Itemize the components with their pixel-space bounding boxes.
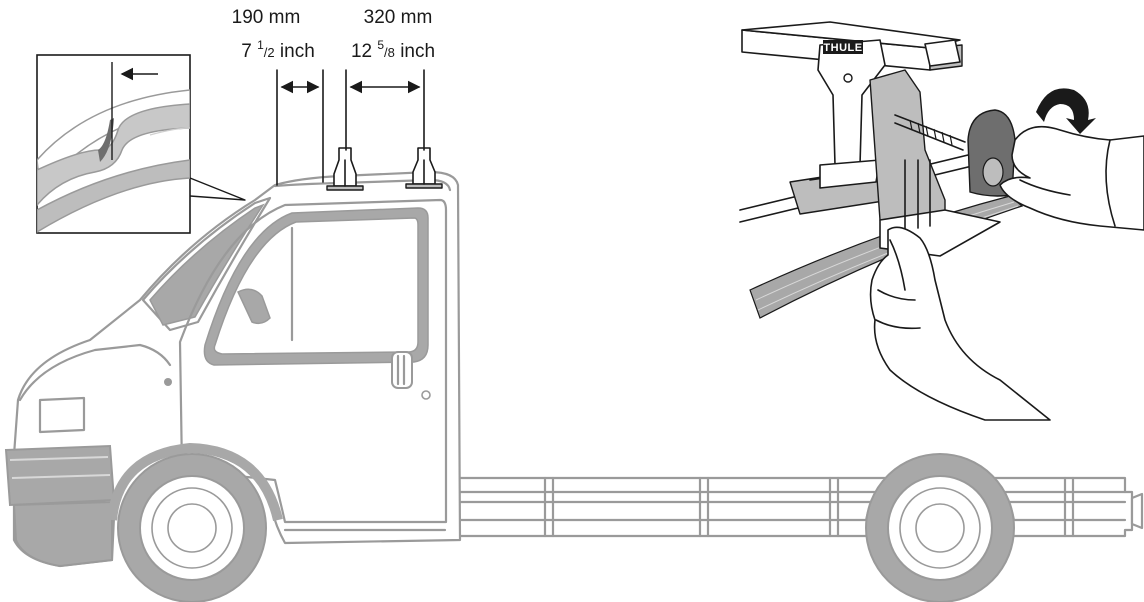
right-hand — [999, 125, 1144, 231]
front-wheel — [117, 453, 267, 602]
brand-plate — [823, 40, 863, 54]
roof-rack-foot-front — [326, 147, 364, 191]
foot-assembly: THULE — [789, 39, 1001, 257]
detail-inset — [36, 54, 246, 234]
front-gap-imperial-label: 7 1/2 inch — [241, 38, 315, 62]
roof-rack-foot-rear — [405, 147, 443, 189]
dimension-lines — [276, 69, 425, 186]
tightening-knob — [967, 109, 1016, 197]
door-handle — [391, 351, 413, 389]
chassis-frame — [438, 476, 1144, 538]
clockwise-rotation-icon — [1036, 88, 1096, 134]
left-hand — [869, 226, 1051, 421]
truck-illustration — [4, 170, 1144, 602]
cab-body — [4, 170, 462, 568]
foot-spacing-imperial-label: 12 5/8 inch — [351, 38, 435, 62]
install-detail-illustration: THULE — [739, 21, 1144, 421]
front-gap-metric-label: 190 mm — [232, 7, 301, 28]
rear-wheel — [865, 453, 1015, 602]
brand-label: THULE — [823, 42, 862, 54]
foot-spacing-metric-label: 320 mm — [364, 7, 433, 28]
